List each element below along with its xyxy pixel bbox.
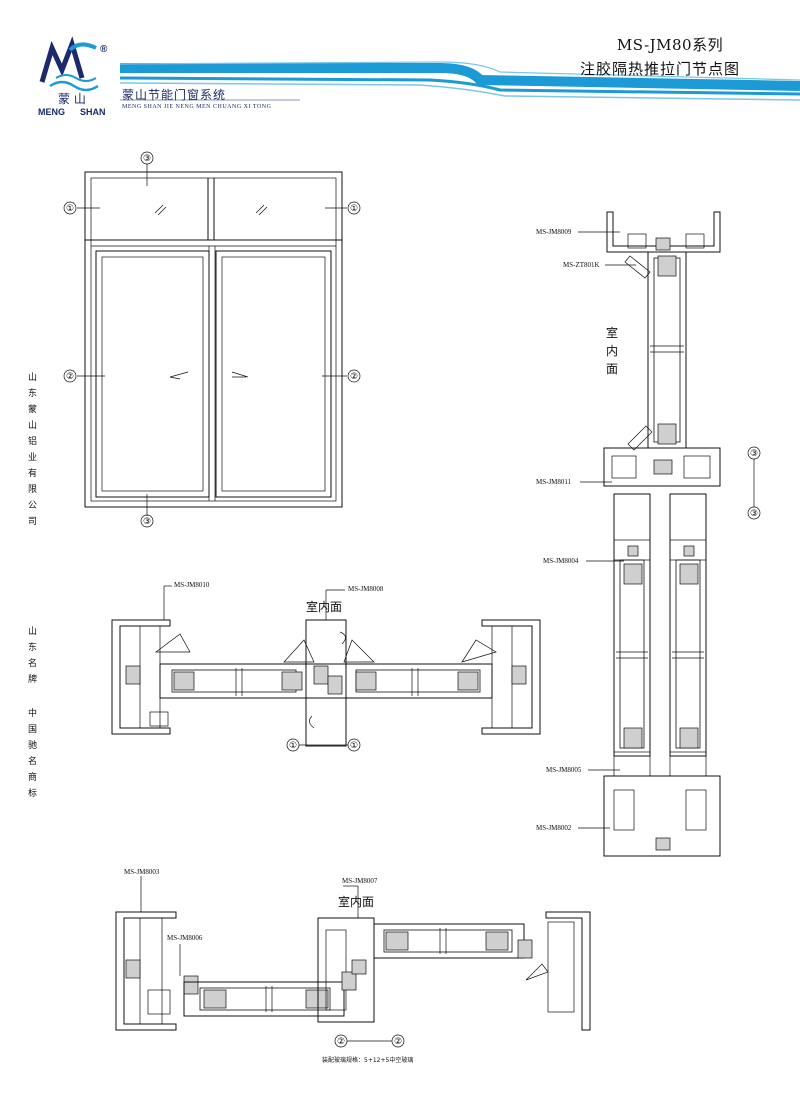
hsec2-footnote: 装配玻璃规格：5+12+5中空玻璃 <box>322 1057 414 1064</box>
elev-marker-top: ③ <box>143 154 151 164</box>
hsec2-marker-right: ② <box>394 1037 402 1047</box>
vsec-label-8009: MS-JM8009 <box>536 228 572 236</box>
hsec2-label-8006: MS-JM8006 <box>167 934 203 942</box>
brand-name: 蒙山节能门窗系统 <box>122 88 227 102</box>
logo-m-icon <box>39 36 85 83</box>
hsec2-label-8003: MS-JM8003 <box>124 868 160 876</box>
vsec-label-8005: MS-JM8005 <box>546 766 582 774</box>
vsec-label-8002: MS-JM8002 <box>536 824 572 832</box>
logo-registered: ® <box>100 44 108 55</box>
vsec-room-label: 室内面 <box>606 326 619 376</box>
hsec1-marker-right: ① <box>350 741 358 751</box>
elev-marker-left-1: ① <box>66 204 74 214</box>
vsec-label-8004: MS-JM8004 <box>543 557 579 565</box>
logo-chinese: 蒙 山 <box>58 92 86 106</box>
elev-marker-right-2: ② <box>350 372 358 382</box>
hsec2-label-8007: MS-JM8007 <box>342 877 378 885</box>
hsec2-room-label: 室内面 <box>338 895 375 909</box>
page-subtitle: 注胶隔热推拉门节点图 <box>579 60 740 78</box>
elev-marker-bottom: ③ <box>143 517 151 527</box>
page-title: MS-JM80系列 <box>616 36 724 54</box>
accent-band <box>120 63 800 91</box>
hsec2-marker-left: ② <box>337 1037 345 1047</box>
hsec1-label-8010: MS-JM8010 <box>174 581 210 589</box>
hsec1-marker-left: ① <box>289 741 297 751</box>
vsec-marker-top: ③ <box>750 449 758 459</box>
logo-en-left: MENG <box>38 107 65 117</box>
vsec-label-zt801k: MS-ZT801K <box>563 261 600 269</box>
header-graphic <box>39 36 800 101</box>
hsec1-room-label: 室内面 <box>306 600 343 614</box>
hsec1-label-8008: MS-JM8008 <box>348 585 384 593</box>
elev-marker-left-2: ② <box>66 372 74 382</box>
vsec-marker-bottom: ③ <box>750 509 758 519</box>
sidebar-brand: 山东名牌 <box>26 626 36 690</box>
logo-en-right: SHAN <box>80 107 106 117</box>
header: ® 蒙 山 MENG SHAN 蒙山节能门窗系统 MENG SHAN JIE N… <box>0 0 800 120</box>
brand-pinyin: MENG SHAN JIE NENG MEN CHUANG XI TONG <box>122 104 272 110</box>
vsec-label-8011: MS-JM8011 <box>536 478 572 486</box>
sidebar-company: 山东蒙山铝业有限公司 <box>26 372 36 532</box>
sidebar-trademark: 中国驰名商标 <box>26 708 36 804</box>
elev-marker-right-1: ① <box>350 204 358 214</box>
